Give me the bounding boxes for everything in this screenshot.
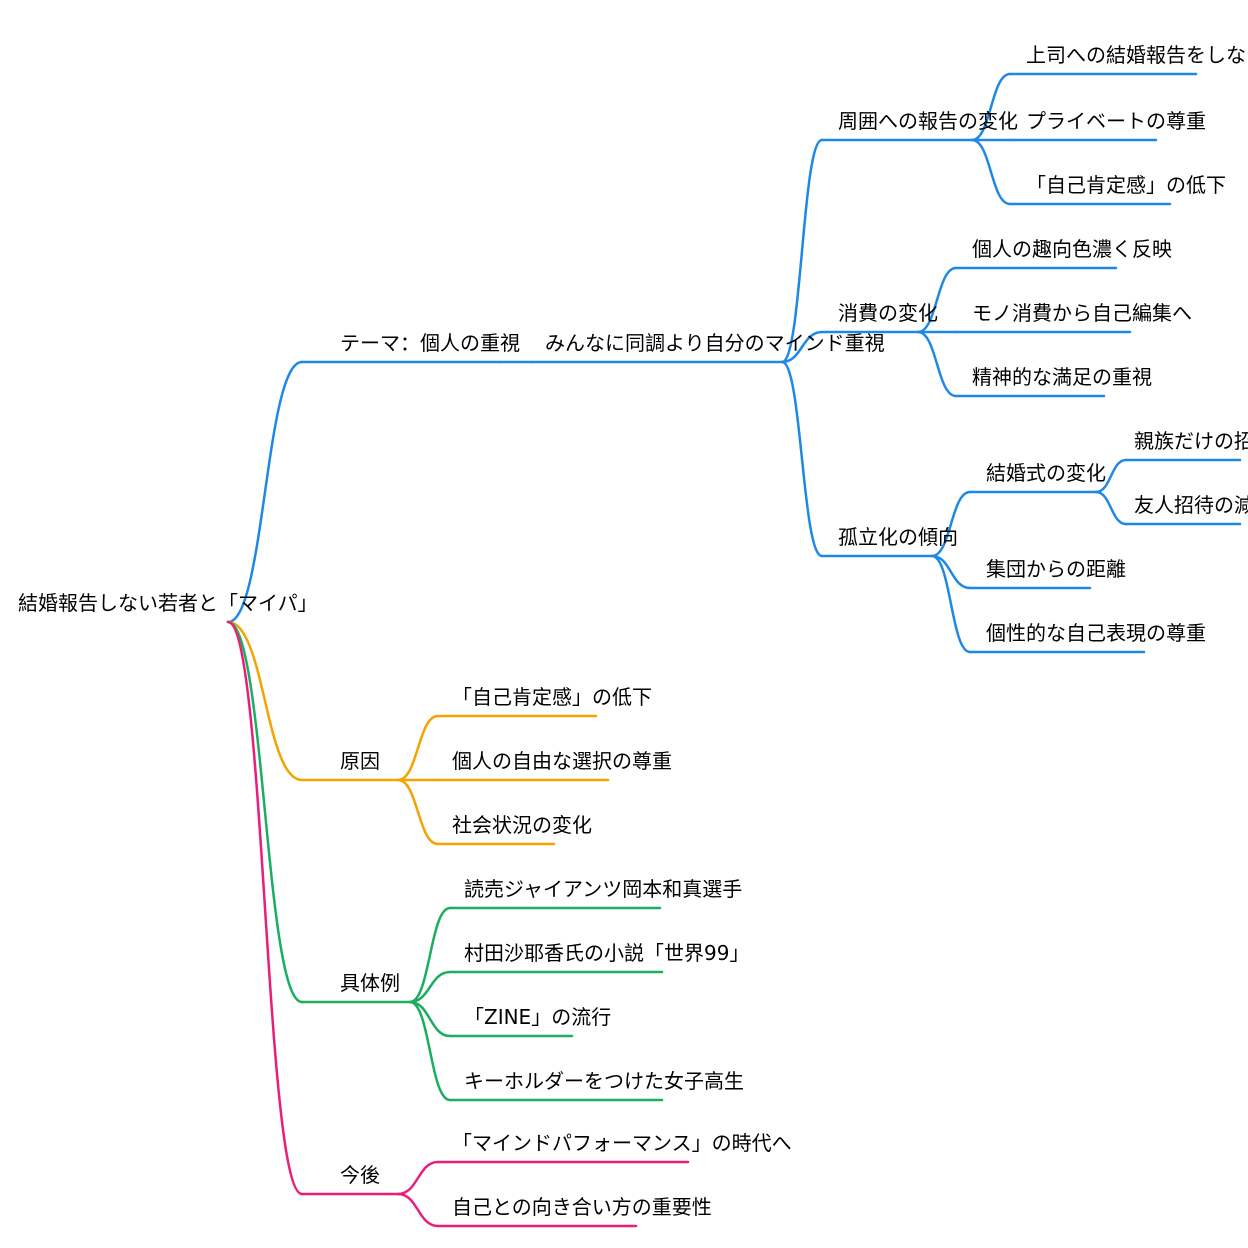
node-branches-2-children-2[interactable]: 「ZINE」の流行 bbox=[448, 1005, 611, 1038]
edge-branches-2 bbox=[226, 620, 304, 1004]
node-branches-1[interactable]: 原因 bbox=[300, 749, 400, 782]
node-label: 個人の自由な選択の尊重 bbox=[452, 749, 672, 773]
edge-branches-0-children-0-children-2-children-0 bbox=[930, 490, 972, 558]
edge-branches-0-children-0-children-0 bbox=[780, 138, 824, 364]
edge-branches-2-children-0 bbox=[408, 906, 452, 1004]
node-branches-0[interactable]: テーマ：個人の重視 bbox=[300, 331, 520, 364]
edge-branches-0-children-0-children-1-children-2 bbox=[916, 330, 958, 398]
edge-branches-0-children-0-children-2-children-2 bbox=[930, 554, 972, 654]
node-branches-0-children-0-children-0-children-2[interactable]: 「自己肯定感」の低下 bbox=[1008, 173, 1226, 206]
node-branches-3-children-1[interactable]: 自己との向き合い方の重要性 bbox=[436, 1195, 712, 1228]
node-branches-1-children-0[interactable]: 「自己肯定感」の低下 bbox=[436, 685, 652, 718]
node-branches-3[interactable]: 今後 bbox=[300, 1163, 400, 1196]
node-label: 原因 bbox=[340, 749, 380, 773]
edge-branches-0-children-0-children-2 bbox=[780, 360, 824, 558]
edge-branches-3-children-0 bbox=[396, 1160, 440, 1196]
edge-branches-0-children-0-children-0-children-0 bbox=[970, 72, 1012, 142]
node-label: 周囲への報告の変化 bbox=[838, 109, 1018, 133]
edge-branches-0-children-0-children-2-children-0-children-1 bbox=[1094, 490, 1128, 526]
node-label: 今後 bbox=[340, 1163, 380, 1187]
node-branches-0-children-0-children-2-children-0-children-1[interactable]: 友人招待の減少 bbox=[1124, 493, 1248, 526]
node-branches-0-children-0-children-0-children-0[interactable]: 上司への結婚報告をしない bbox=[1008, 43, 1248, 76]
node-label: 具体例 bbox=[340, 971, 400, 995]
node-branches-0-children-0-children-1-children-1[interactable]: モノ消費から自己編集へ bbox=[954, 301, 1192, 334]
edge-branches-1-children-0 bbox=[396, 714, 440, 782]
node-label: みんなに同調より自分のマインド重視 bbox=[545, 331, 885, 355]
node-branches-0-children-0-children-2-children-1[interactable]: 集団からの距離 bbox=[968, 557, 1126, 590]
node-label: 親族だけの招待 bbox=[1134, 429, 1248, 453]
node-label: 「ZINE」の流行 bbox=[464, 1005, 611, 1029]
node-label: 「自己肯定感」の低下 bbox=[1026, 173, 1226, 197]
node-branches-0-children-0-children-1[interactable]: 消費の変化 bbox=[820, 301, 938, 334]
edge-branches-0-children-0-children-2-children-0-children-0 bbox=[1094, 458, 1128, 494]
root-label: 結婚報告しない若者と「マイパ」 bbox=[18, 591, 318, 615]
edge-branches-0-children-0-children-1-children-0 bbox=[916, 266, 958, 334]
node-branches-3-children-0[interactable]: 「マインドパフォーマンス」の時代へ bbox=[436, 1131, 792, 1164]
edge-branches-0 bbox=[226, 360, 304, 624]
node-label: 集団からの距離 bbox=[986, 557, 1126, 581]
node-label: テーマ：個人の重視 bbox=[340, 331, 520, 355]
edges-layer bbox=[226, 72, 1128, 1228]
edge-branches-0-children-0-children-1 bbox=[780, 330, 824, 364]
node-label: 自己との向き合い方の重要性 bbox=[452, 1195, 712, 1219]
node-branches-2[interactable]: 具体例 bbox=[300, 971, 412, 1004]
node-branches-0-children-0-children-2[interactable]: 孤立化の傾向 bbox=[820, 525, 958, 558]
edge-branches-3 bbox=[226, 620, 304, 1196]
node-branches-0-children-0-children-1-children-2[interactable]: 精神的な満足の重視 bbox=[954, 365, 1152, 398]
node-label: 村田沙耶香氏の小説「世界99」 bbox=[464, 941, 749, 965]
node-branches-0-children-0-children-2-children-2[interactable]: 個性的な自己表現の尊重 bbox=[968, 621, 1206, 654]
node-label: モノ消費から自己編集へ bbox=[972, 301, 1192, 325]
node-branches-0-children-0-children-1-children-0[interactable]: 個人の趣向色濃く反映 bbox=[954, 237, 1172, 270]
node-branches-0-children-0-children-0[interactable]: 周囲への報告の変化 bbox=[820, 109, 1018, 142]
node-branches-0-children-0-children-2-children-0[interactable]: 結婚式の変化 bbox=[968, 461, 1106, 494]
nodes-layer: 結婚報告しない若者と「マイパ」 テーマ：個人の重視 みんなに同調より自分のマインド重… bbox=[18, 43, 1248, 1228]
node-label: 読売ジャイアンツ岡本和真選手 bbox=[464, 877, 742, 901]
node-branches-2-children-0[interactable]: 読売ジャイアンツ岡本和真選手 bbox=[448, 877, 742, 910]
node-branches-1-children-1[interactable]: 個人の自由な選択の尊重 bbox=[436, 749, 672, 782]
node-label: 個性的な自己表現の尊重 bbox=[986, 621, 1206, 645]
node-label: 孤立化の傾向 bbox=[838, 525, 958, 549]
node-label: 個人の趣向色濃く反映 bbox=[972, 237, 1172, 261]
edge-branches-1-children-2 bbox=[396, 778, 440, 846]
edge-branches-0-children-0-children-0-children-2 bbox=[970, 138, 1012, 206]
node-label: 社会状況の変化 bbox=[452, 813, 592, 837]
node-branches-0-children-0[interactable]: みんなに同調より自分のマインド重視 bbox=[529, 331, 885, 364]
node-label: 友人招待の減少 bbox=[1134, 493, 1248, 517]
edge-branches-2-children-1 bbox=[408, 970, 452, 1004]
node-label: 精神的な満足の重視 bbox=[972, 365, 1152, 389]
node-label: 結婚式の変化 bbox=[986, 461, 1106, 485]
node-label: キーホルダーをつけた女子高生 bbox=[464, 1069, 744, 1093]
node-label: 消費の変化 bbox=[838, 301, 938, 325]
node-label: 「マインドパフォーマンス」の時代へ bbox=[452, 1131, 792, 1155]
node-label: プライベートの尊重 bbox=[1026, 109, 1206, 133]
root-node[interactable]: 結婚報告しない若者と「マイパ」 bbox=[18, 591, 318, 615]
node-label: 「自己肯定感」の低下 bbox=[452, 685, 652, 709]
edge-branches-2-children-3 bbox=[408, 1000, 452, 1102]
edge-branches-3-children-1 bbox=[396, 1192, 440, 1228]
node-branches-0-children-0-children-2-children-0-children-0[interactable]: 親族だけの招待 bbox=[1124, 429, 1248, 462]
node-branches-1-children-2[interactable]: 社会状況の変化 bbox=[436, 813, 592, 846]
node-label: 上司への結婚報告をしない bbox=[1026, 43, 1248, 67]
node-branches-0-children-0-children-0-children-1[interactable]: プライベートの尊重 bbox=[1008, 109, 1206, 142]
node-branches-2-children-3[interactable]: キーホルダーをつけた女子高生 bbox=[448, 1069, 744, 1102]
node-branches-2-children-1[interactable]: 村田沙耶香氏の小説「世界99」 bbox=[448, 941, 749, 974]
edge-branches-1 bbox=[226, 620, 304, 782]
